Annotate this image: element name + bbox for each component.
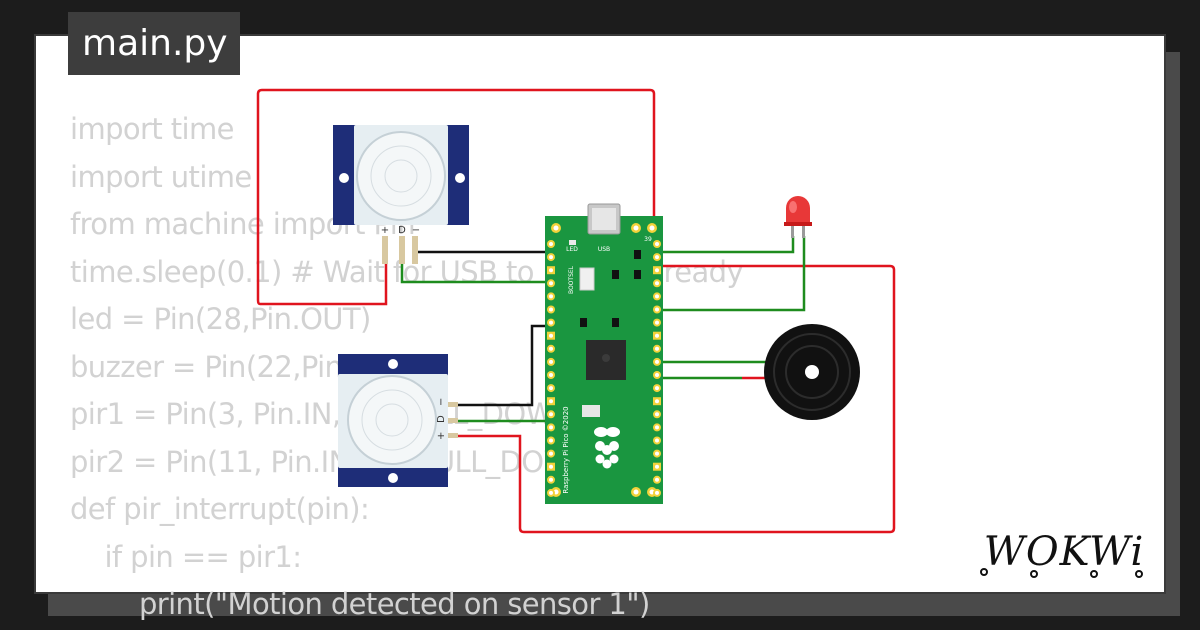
code-line: led = Pin(28,Pin.OUT) xyxy=(70,302,371,336)
code-line: print("Motion detected on sensor 1") xyxy=(70,587,650,621)
header-pin-hole xyxy=(549,464,553,469)
pir2-pin-d: D xyxy=(436,415,447,423)
header-pin-hole xyxy=(549,346,553,351)
header-pin-hole xyxy=(655,359,659,364)
header-pin-hole xyxy=(549,386,553,391)
pir1-pin-minus: − xyxy=(412,225,420,236)
code-line: def pir_interrupt(pin): xyxy=(70,492,370,526)
pir2-pin-minus: − xyxy=(436,398,447,406)
pir-sensor-2: − D + xyxy=(338,354,458,487)
wire-black-pir1-gnd xyxy=(413,250,556,262)
header-pin-hole xyxy=(549,281,553,286)
pir1-pin-plus: + xyxy=(381,225,389,236)
header-pin-hole xyxy=(655,412,659,417)
red-led xyxy=(784,196,812,238)
header-pin-hole xyxy=(655,451,659,456)
header-pin-hole xyxy=(655,438,659,443)
led-label: LED xyxy=(566,246,578,253)
header-pin-hole xyxy=(549,320,553,325)
pin-header-left xyxy=(547,240,555,497)
header-pin-hole xyxy=(549,490,553,495)
header-pin-hole xyxy=(655,294,659,299)
header-pin-hole xyxy=(655,464,659,469)
header-pin-hole xyxy=(655,490,659,495)
pir1-pin-d: D xyxy=(398,225,406,236)
header-pin-hole xyxy=(655,346,659,351)
wire-green-led-anode xyxy=(656,236,806,312)
board-silkscreen: Raspberry Pi Pico ©2020 xyxy=(562,406,570,493)
header-pin-hole xyxy=(549,425,553,430)
pir2-pin-plus: + xyxy=(436,432,447,440)
header-pin-hole xyxy=(655,268,659,273)
header-pin-hole xyxy=(655,255,659,260)
header-pin-hole xyxy=(655,307,659,312)
wire-black-pir2-gnd xyxy=(452,324,556,407)
header-pin-hole xyxy=(549,307,553,312)
pir-sensor-1: + D − xyxy=(333,125,469,264)
header-pin-hole xyxy=(655,320,659,325)
pin-header-right xyxy=(653,240,661,497)
header-pin-hole xyxy=(655,242,659,246)
header-pin-hole xyxy=(549,412,553,417)
pin-label-39: 39 xyxy=(644,236,652,243)
header-pin-hole xyxy=(549,438,553,443)
piezo-buzzer xyxy=(764,324,860,420)
header-pin-hole xyxy=(549,268,553,273)
header-pin-hole xyxy=(549,399,553,404)
wire-green-led-cathode xyxy=(656,236,795,254)
wire-green-pir1-out xyxy=(400,262,556,284)
code-line: if pin == pir1: xyxy=(70,539,302,574)
header-pin-hole xyxy=(549,373,553,377)
raspberry-pi-pico: USB LED 39 BOOTSEL Raspberry Pi Pico ©20… xyxy=(545,203,663,504)
header-pin-hole xyxy=(549,333,553,338)
bootsel-label: BOOTSEL xyxy=(568,265,575,294)
header-pin-hole xyxy=(549,242,553,246)
code-line: import time xyxy=(70,112,234,146)
header-pin-hole xyxy=(655,477,659,482)
header-pin-hole xyxy=(549,255,553,260)
header-pin-hole xyxy=(655,281,659,286)
header-pin-hole xyxy=(655,399,659,404)
header-pin-hole xyxy=(655,386,659,391)
usb-label: USB xyxy=(598,246,610,253)
file-tab[interactable]: main.py xyxy=(68,12,240,75)
raspberry-logo-icon xyxy=(594,427,620,469)
header-pin-hole xyxy=(549,451,553,456)
header-pin-hole xyxy=(549,359,553,364)
header-pin-hole xyxy=(655,373,659,377)
header-pin-hole xyxy=(655,333,659,338)
header-pin-hole xyxy=(655,425,659,430)
code-line: import utime xyxy=(70,159,252,194)
header-pin-hole xyxy=(549,477,553,482)
wokwi-logo-text: WOKWi xyxy=(984,529,1145,575)
header-pin-hole xyxy=(549,294,553,299)
wokwi-logo[interactable]: WOKWi xyxy=(976,522,1152,584)
